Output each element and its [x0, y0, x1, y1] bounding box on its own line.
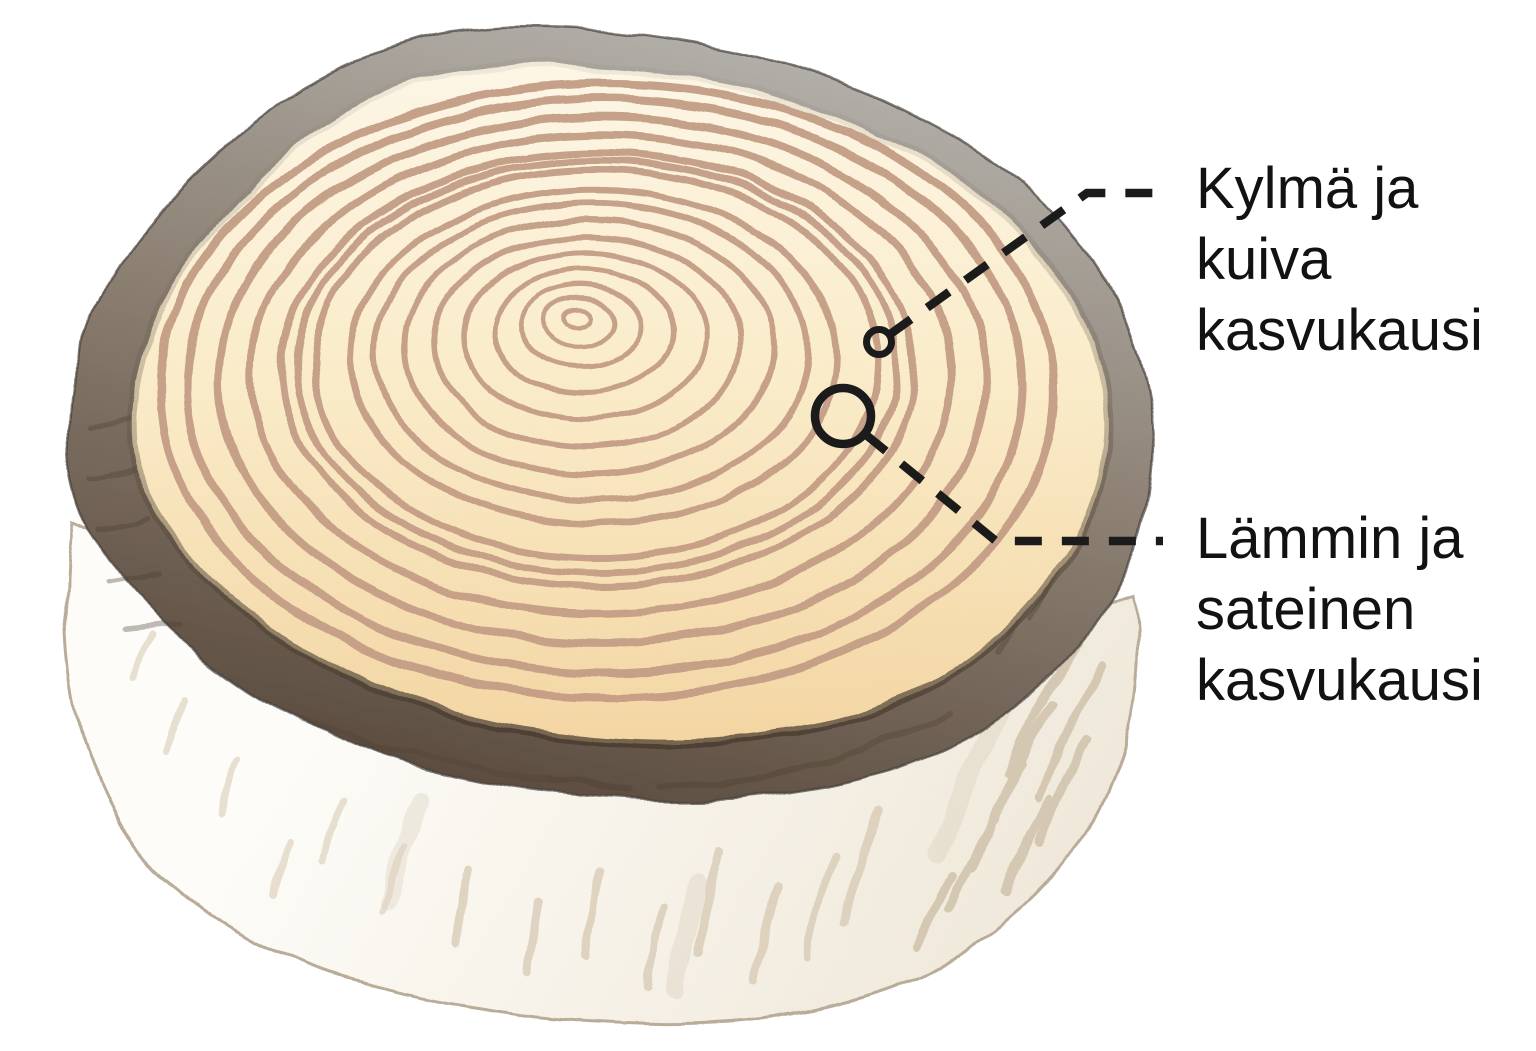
growth-rings — [155, 80, 1059, 702]
growth-ring — [562, 306, 594, 330]
side-streak-texture — [130, 630, 1107, 999]
wide-ring-marker — [810, 383, 876, 449]
growth-ring — [278, 148, 918, 590]
label-line: sateinen — [1196, 577, 1416, 642]
leader-line-cold-dry — [886, 188, 1163, 339]
growth-ring — [401, 217, 778, 477]
growth-ring — [541, 295, 618, 349]
growth-ring — [215, 113, 990, 647]
growth-ring — [518, 282, 644, 370]
growth-ring — [155, 80, 1059, 702]
label-line: kasvukausi — [1196, 648, 1483, 713]
growth-ring-wide-year — [310, 166, 882, 560]
growth-ring — [246, 130, 955, 619]
leader-line-warm-rainy — [862, 430, 1163, 546]
growth-ring — [490, 266, 676, 396]
label-line: Lämmin ja — [1196, 506, 1464, 571]
label-cold-dry-season: Kylmä ja kuiva kasvukausi — [1196, 153, 1526, 366]
growth-ring — [346, 186, 841, 528]
growth-ring — [371, 200, 812, 504]
label-line: kuiva — [1196, 227, 1332, 292]
growth-ring — [183, 95, 1027, 677]
narrow-ring-marker — [863, 326, 895, 358]
growth-ring — [460, 249, 710, 423]
growth-ring-narrow-year — [293, 156, 901, 576]
label-line: kasvukausi — [1196, 298, 1483, 363]
label-warm-rainy-season: Lämmin ja sateinen kasvukausi — [1196, 503, 1526, 716]
bark-inner-edge — [126, 60, 1114, 749]
label-line: Kylmä ja — [1196, 156, 1419, 221]
growth-ring — [431, 234, 743, 450]
annotation-markers — [810, 188, 1163, 546]
